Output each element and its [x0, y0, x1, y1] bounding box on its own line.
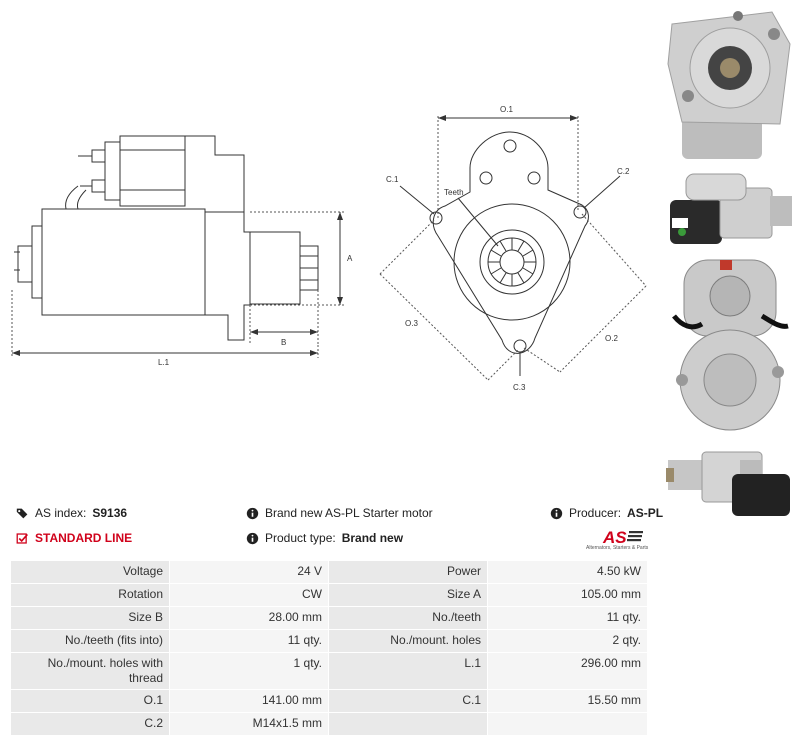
product-type-value: Brand new — [341, 531, 404, 545]
spec-value: M14x1.5 mm — [170, 713, 328, 735]
dim-label-a: A — [347, 254, 353, 263]
product-type-label: Product type: — [265, 531, 336, 545]
spec-label: L.1 — [329, 653, 487, 689]
spec-value: 11 qty. — [488, 607, 647, 629]
spec-label — [329, 713, 487, 735]
as-index-value: S9136 — [92, 506, 128, 520]
technical-drawings: A B L.1 O.1 C.1 C.2 C.3 O.2 O.3 Teeth — [11, 105, 647, 392]
spec-label: Rotation — [11, 584, 169, 606]
side-view-photo — [662, 166, 798, 252]
table-row: C.2 M14x1.5 mm — [11, 713, 647, 735]
spec-value: 2 qty. — [488, 630, 647, 652]
spec-label: No./mount. holes with thread — [11, 653, 169, 689]
spec-value: 4.50 kW — [488, 561, 647, 583]
spec-value: 15.50 mm — [488, 690, 647, 712]
standard-line: STANDARD LINE — [16, 531, 132, 545]
table-row: No./teeth (fits into) 11 qty. No./mount.… — [11, 630, 647, 652]
spec-value: 24 V — [170, 561, 328, 583]
spec-label: C.2 — [11, 713, 169, 735]
spec-value — [488, 713, 647, 735]
table-row: O.1 141.00 mm C.1 15.50 mm — [11, 690, 647, 712]
front-view-drawing — [399, 131, 621, 376]
info-icon — [246, 532, 259, 544]
dim-label-c3: C.3 — [513, 383, 526, 392]
dim-label-c2: C.2 — [617, 167, 630, 176]
dim-label-teeth: Teeth — [444, 188, 464, 197]
dim-label-o2: O.2 — [605, 334, 618, 343]
spec-label: No./teeth — [329, 607, 487, 629]
description-text: Brand new AS-PL Starter motor — [265, 506, 433, 520]
spec-label: Size B — [11, 607, 169, 629]
angled-view-photo — [662, 438, 798, 524]
logo-tagline: Alternators, Starters & Parts — [586, 545, 649, 551]
side-view-drawing — [14, 135, 319, 341]
as-index-label: AS index: — [35, 506, 87, 520]
tags-icon — [16, 508, 28, 518]
spec-value: 1 qty. — [170, 653, 328, 689]
spec-value: 296.00 mm — [488, 653, 647, 689]
spec-label: No./mount. holes — [329, 630, 487, 652]
table-row: No./mount. holes with thread 1 qty. L.1 … — [11, 653, 647, 689]
standard-line-label: STANDARD LINE — [35, 531, 133, 545]
dim-label-o3: O.3 — [405, 319, 418, 328]
spec-label: C.1 — [329, 690, 487, 712]
spec-label: Voltage — [11, 561, 169, 583]
table-row: Voltage 24 V Power 4.50 kW — [11, 561, 647, 583]
table-row: Size B 28.00 mm No./teeth 11 qty. — [11, 607, 647, 629]
dim-label-o1: O.1 — [500, 105, 513, 114]
spec-value: 141.00 mm — [170, 690, 328, 712]
spec-value: 28.00 mm — [170, 607, 328, 629]
spec-label: Power — [329, 561, 487, 583]
info-icon — [550, 507, 563, 519]
logo-mark: AS — [602, 528, 627, 547]
check-square-icon — [16, 532, 28, 544]
description: Brand new AS-PL Starter motor — [246, 506, 433, 520]
as-index: AS index: S9136 — [16, 506, 127, 520]
product-type: Product type: Brand new — [246, 531, 403, 545]
dim-label-l1: L.1 — [158, 358, 170, 367]
producer-value: AS-PL — [627, 506, 664, 520]
dim-label-b: B — [281, 338, 286, 347]
spec-label: Size A — [329, 584, 487, 606]
dim-label-c1: C.1 — [386, 175, 399, 184]
rear-view-photo — [662, 256, 798, 434]
producer-label: Producer: — [569, 506, 622, 520]
spec-value: 105.00 mm — [488, 584, 647, 606]
front-view-photo — [662, 4, 798, 164]
spec-label: No./teeth (fits into) — [11, 630, 169, 652]
spec-value: 11 qty. — [170, 630, 328, 652]
table-row: Rotation CW Size A 105.00 mm — [11, 584, 647, 606]
spec-value: CW — [170, 584, 328, 606]
specs-table: Voltage 24 V Power 4.50 kW Rotation CW S… — [10, 560, 648, 736]
producer: Producer: AS-PL — [550, 506, 663, 520]
info-icon — [246, 507, 259, 519]
as-pl-logo: AS — [602, 528, 643, 547]
spec-label: O.1 — [11, 690, 169, 712]
